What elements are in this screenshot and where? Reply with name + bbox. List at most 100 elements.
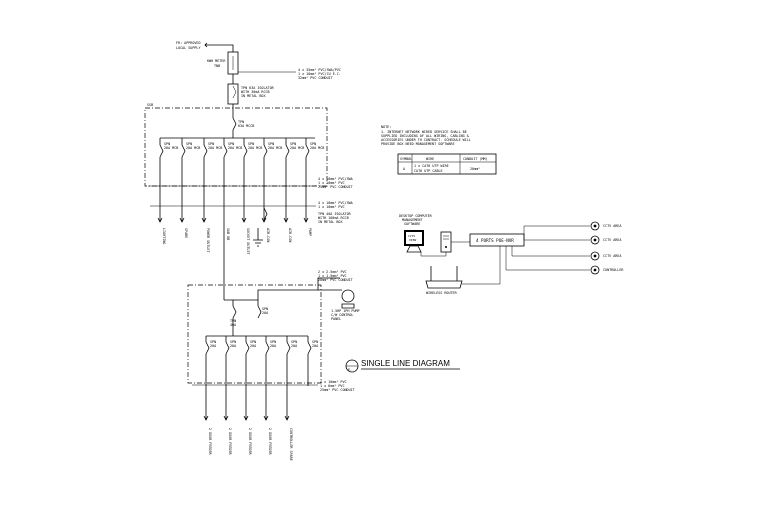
main-outgoing-label: AIR-CON bbox=[266, 228, 270, 242]
sub-board-outgoing-labels: 2 DOOR FEEDER 2 DOOR FEEDER 2 DOOR FEEDE… bbox=[208, 428, 293, 461]
table-header: CONDUIT (MM) bbox=[463, 157, 488, 161]
sub-outgoing-label: 2 DOOR FEEDER bbox=[248, 428, 252, 455]
main-out-cable-3: 25mm² PVC CONDUIT bbox=[318, 185, 353, 189]
sub-out-cable-3: 25mm² PVC CONDUIT bbox=[320, 388, 355, 392]
supply-cable-2: 1 x 16mm² PVC/CU E.C. bbox=[298, 72, 341, 76]
camera-link bbox=[523, 225, 590, 240]
table-header: SYMBOL bbox=[400, 157, 412, 161]
diagram-title-block: E- SINGLE LINE DIAGRAM bbox=[345, 359, 460, 373]
note-line: SUPPLIED INCLUDING OF ALL WIRING, CABLIN… bbox=[381, 134, 470, 138]
camera-label: CCTV AREA bbox=[603, 238, 621, 242]
sub-board-enclosure bbox=[187, 284, 322, 384]
kwh-meter-label: KWH METER bbox=[207, 59, 226, 63]
svg-text:SPN: SPN bbox=[312, 340, 318, 344]
svg-text:SPN: SPN bbox=[208, 142, 214, 146]
main-mid-iso-2: WITH 100mA RCCB bbox=[318, 216, 349, 220]
main-out-cable-1: 4 x 16mm² PVC/SWA bbox=[318, 177, 353, 181]
svg-text:20A: 20A bbox=[312, 344, 318, 348]
main-board-label: SSB bbox=[147, 103, 153, 107]
sub-incomer-breaker bbox=[232, 305, 237, 319]
main-isolator-label-2: WITH 30mA RCCB bbox=[241, 90, 270, 94]
nvr-label: 4 PORTS POE-NVR bbox=[476, 238, 514, 243]
table-cell: A bbox=[403, 167, 405, 171]
camera-link bbox=[505, 246, 590, 271]
camera-label: CONTROLLER bbox=[603, 268, 624, 272]
note-heading: NOTE: bbox=[381, 125, 391, 129]
main-outgoing-label: SOCKET OUTLET bbox=[246, 228, 250, 255]
sub-side-label-2: 20A bbox=[262, 311, 268, 315]
main-outgoing-label: POWER OUTLET bbox=[206, 228, 210, 253]
svg-text:20A MCB: 20A MCB bbox=[228, 146, 242, 150]
pump-label-3: PANEL bbox=[331, 317, 341, 321]
camera-label: CCTV AREA bbox=[603, 224, 621, 228]
svg-text:20A MCB: 20A MCB bbox=[310, 146, 324, 150]
svg-text:SPN: SPN bbox=[186, 142, 192, 146]
note-line: ACCESSORIES UNDER TH CONTRACT. SCHEDULE … bbox=[381, 138, 471, 142]
svg-text:20A: 20A bbox=[270, 344, 276, 348]
cctv-camera-icon bbox=[590, 265, 600, 275]
supply-source-label-1: FR: APPROVED bbox=[176, 41, 201, 45]
supply-line bbox=[212, 44, 234, 52]
svg-text:VIEW: VIEW bbox=[409, 238, 416, 242]
camera-label: CCTV AREA bbox=[603, 254, 621, 258]
sub-board-outgoing-lines bbox=[203, 354, 309, 421]
sub-outgoing-label: 2 DOOR FEEDER bbox=[228, 428, 232, 455]
main-mid-iso-3: IN METAL BOX bbox=[318, 220, 343, 224]
pump-cable-2: 1 x 1.5mm² PVC bbox=[318, 274, 347, 278]
main-isolator-label-3: IN METAL BOX bbox=[241, 94, 266, 98]
pc-label-1: DESKTOP COMPUTER bbox=[399, 214, 433, 218]
diagram-title: SINGLE LINE DIAGRAM bbox=[361, 359, 450, 368]
note-line: 1. INTERNET NETWORK WIRED SERVICE SHALL … bbox=[381, 130, 467, 134]
sub-out-cable-1: 4 x 10mm² PVC bbox=[320, 380, 347, 384]
svg-text:SPN: SPN bbox=[310, 142, 316, 146]
main-board-outgoing-labels: LIGHTING SPARE POWER OUTLET SOCKET OUTLE… bbox=[162, 228, 312, 255]
desktop-tower-icon bbox=[440, 231, 452, 253]
main-incomer-breaker bbox=[232, 117, 237, 131]
svg-text:20A: 20A bbox=[291, 344, 297, 348]
svg-text:SPN: SPN bbox=[291, 340, 297, 344]
svg-text:CCTV: CCTV bbox=[408, 234, 415, 238]
main-out-cable-2: 1 x 10mm² PVC bbox=[318, 181, 345, 185]
main-outgoing-label: AIR-CON bbox=[288, 228, 292, 242]
svg-text:20A: 20A bbox=[230, 344, 236, 348]
svg-text:20A MCB: 20A MCB bbox=[164, 146, 178, 150]
cctv-camera-icon bbox=[590, 251, 600, 261]
sub-board: TPN 40A SPN 20A 2 x 2.5mm² PVC 1 x 1.5mm… bbox=[187, 270, 360, 461]
svg-text:20A MCB: 20A MCB bbox=[186, 146, 200, 150]
table-cell: 1 x CAT6 UTP WIRE bbox=[414, 164, 449, 168]
svg-text:20A MCB: 20A MCB bbox=[268, 146, 282, 150]
svg-text:20A MCB: 20A MCB bbox=[208, 146, 222, 150]
router-label: WIRELESS ROUTER bbox=[426, 291, 458, 295]
note-line: PROVIDE BOX NEED MANAGEMENT SOFTWARE bbox=[381, 142, 455, 146]
table-cell: CAT6 UTP CABLE bbox=[414, 169, 443, 173]
main-incomer-label-2: 63A MCCB bbox=[238, 124, 254, 128]
svg-text:SPN: SPN bbox=[250, 340, 256, 344]
network-diagram: DESKTOP COMPUTER MANAGEMENT SOFTWARE CCT… bbox=[399, 214, 624, 295]
svg-text:20A: 20A bbox=[210, 344, 216, 348]
camera-link bbox=[511, 246, 590, 257]
supply-section: FR: APPROVED LOCAL SUPPLY KWH METER TNB … bbox=[176, 41, 341, 118]
svg-text:SPN: SPN bbox=[228, 142, 234, 146]
pump-label-2: C/W CONTROL bbox=[331, 313, 353, 317]
kwh-meter-sub: TNB bbox=[214, 64, 220, 68]
svg-text:20A: 20A bbox=[250, 344, 256, 348]
pc-label-3: SOFTWARE bbox=[404, 222, 420, 226]
svg-text:SPN: SPN bbox=[210, 340, 216, 344]
wireless-router-icon bbox=[425, 266, 463, 289]
table-header: WIRE bbox=[426, 157, 434, 161]
sub-side-label-1: SPN bbox=[262, 307, 268, 311]
main-board-outgoing-lines bbox=[157, 157, 309, 300]
main-mid-iso-1: TPN 40A ISOLATOR bbox=[318, 212, 352, 216]
pc-label-2: MANAGEMENT bbox=[402, 218, 422, 222]
main-mid-isolator bbox=[263, 207, 268, 221]
title-symbol: E- bbox=[348, 368, 352, 372]
main-isolator-symbol bbox=[227, 83, 239, 105]
pump-cable-1: 2 x 2.5mm² PVC bbox=[318, 270, 347, 274]
main-outgoing-label: SUB DB bbox=[226, 228, 230, 240]
cctv-camera-icon bbox=[590, 235, 600, 245]
main-mid-cable-1: 4 x 16mm² PVC/SWA bbox=[318, 201, 353, 205]
main-incomer-label-1: TPN bbox=[238, 120, 244, 124]
